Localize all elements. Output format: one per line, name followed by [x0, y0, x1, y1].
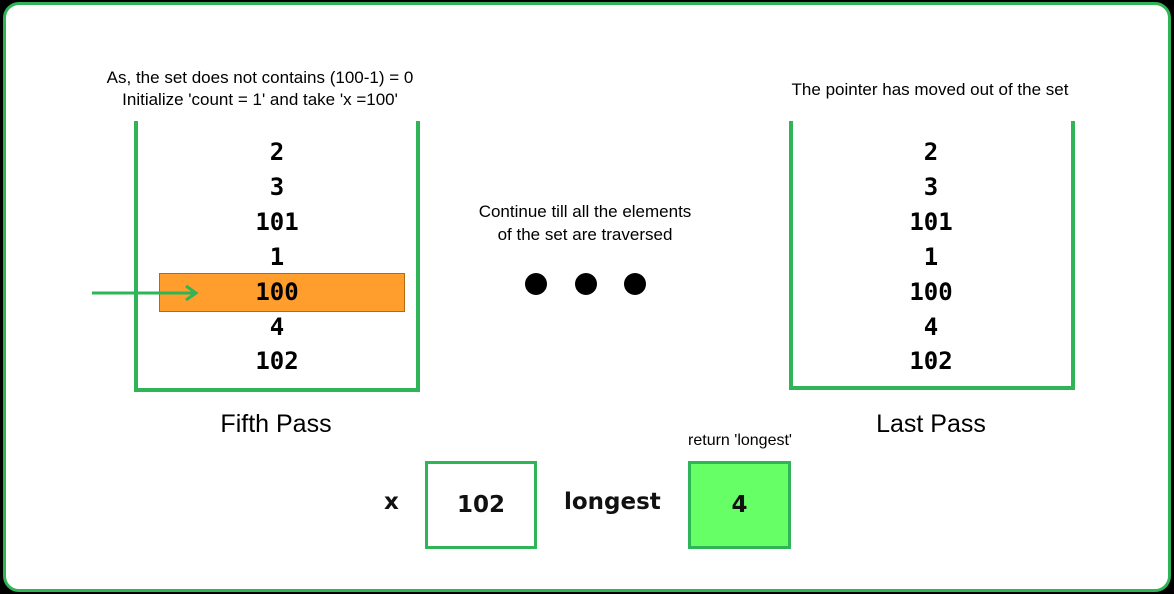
- return-longest-note: return 'longest': [688, 432, 792, 449]
- last-pass-set-item: 1: [923, 243, 939, 271]
- last-pass-set-item: 100: [909, 278, 953, 306]
- fifth-pass-set-item: 4: [269, 313, 285, 341]
- ellipsis-dot: [525, 273, 547, 295]
- ellipsis-dot: [624, 273, 646, 295]
- x-variable-label: x: [384, 489, 399, 515]
- last-pass-set-item: 2: [923, 138, 939, 166]
- last-pass-set-item: 102: [909, 347, 953, 375]
- last-pass-set-container: [789, 121, 1075, 390]
- fifth-pass-caption-line2: Initialize 'count = 1' and take 'x =100': [122, 90, 398, 109]
- last-pass-set-item: 3: [923, 173, 939, 201]
- x-value-box: 102: [425, 461, 537, 549]
- continue-note-line1: Continue till all the elements: [478, 202, 692, 221]
- fifth-pass-set-item: 3: [269, 173, 285, 201]
- fifth-pass-set-item: 102: [255, 347, 299, 375]
- fifth-pass-set-item: 101: [255, 208, 299, 236]
- fifth-pass-set-item: 2: [269, 138, 285, 166]
- last-pass-label: Last Pass: [876, 410, 986, 438]
- last-pass-set-item: 4: [923, 313, 939, 341]
- longest-variable-label: longest: [564, 489, 661, 515]
- ellipsis-dot: [575, 273, 597, 295]
- fifth-pass-set-item-highlighted: 100: [255, 278, 299, 306]
- fifth-pass-set-item: 1: [269, 243, 285, 271]
- pointer-arrow-icon: [92, 284, 199, 302]
- longest-value-box: 4: [688, 461, 791, 549]
- last-pass-caption: The pointer has moved out of the set: [791, 80, 1069, 99]
- last-pass-set-item: 101: [909, 208, 953, 236]
- fifth-pass-label: Fifth Pass: [220, 410, 332, 438]
- current-element-highlight: [159, 273, 405, 312]
- fifth-pass-set-container: [134, 121, 420, 392]
- continue-note-line2: of the set are traversed: [497, 225, 673, 244]
- fifth-pass-caption-line1: As, the set does not contains (100-1) = …: [106, 68, 414, 87]
